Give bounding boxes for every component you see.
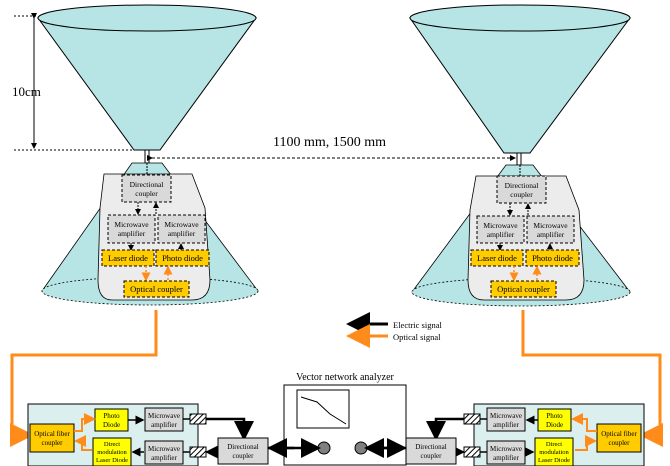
left-unit: Directional coupler Microwave amplifier … — [101, 163, 210, 298]
vna-screen — [296, 389, 350, 429]
photo-diode-label-1: Photo — [103, 412, 120, 420]
mw-amp-label-1: Microwave — [490, 412, 522, 420]
photo-diode-label-2: Diode — [546, 421, 563, 429]
right-unit: Directional coupler Microwave amplifier … — [470, 165, 580, 298]
microwave-amplifier-label-2: amplifier — [118, 229, 146, 238]
connector — [189, 446, 207, 458]
distance-marker: 1100 mm, 1500 mm — [147, 135, 516, 161]
connector — [463, 446, 481, 458]
mw-amp-label-1: Microwave — [490, 445, 522, 453]
photo-diode-label: Photo diode — [532, 253, 573, 263]
vna-port-2 — [354, 441, 368, 455]
distance-label: 1100 mm, 1500 mm — [273, 135, 386, 150]
left-horn-antenna — [37, 4, 257, 164]
optical-fiber-coupler-box — [596, 423, 642, 453]
microwave-amplifier-label-2: amplifier — [487, 230, 515, 239]
microwave-amplifier-box — [107, 214, 156, 244]
photo-diode-box — [155, 249, 210, 267]
mw-amp-label-2: amplifier — [493, 421, 519, 429]
microwave-amplifier-box — [157, 214, 206, 244]
directional-coupler-box — [121, 174, 172, 203]
photo-diode-label: Photo diode — [162, 253, 203, 263]
photo-diode-box — [525, 249, 580, 267]
microwave-amplifier-label-1: Microwave — [483, 221, 518, 230]
fiber-coupler-label-2: coupler — [42, 439, 64, 447]
connector — [463, 413, 481, 425]
direct-mod-label-1: Direct — [546, 441, 562, 448]
directional-coupler-label-2: coupler — [135, 189, 158, 198]
legend-electric-label: Electric signal — [393, 320, 442, 330]
vna-label: Vector network analyzer — [296, 372, 394, 383]
optical-coupler-box — [123, 280, 190, 298]
optical-coupler-label: Optical coupler — [130, 284, 183, 294]
mw-amp-label-1: Microwave — [148, 445, 180, 453]
direct-mod-label-2: modulation — [97, 449, 127, 456]
laser-diode-label: Laser diode — [477, 253, 517, 263]
directional-coupler-label-1: Directional — [130, 180, 164, 189]
optical-fiber-right — [521, 310, 663, 447]
direct-mod-label-3: Laser Diode — [96, 457, 128, 464]
optical-coupler-box — [490, 280, 557, 298]
legend-optical-label: Optical signal — [393, 332, 441, 342]
directional-coupler-label-1: Directional — [505, 181, 539, 190]
mw-amp-label-2: amplifier — [151, 421, 177, 429]
microwave-amplifier-label-1: Microwave — [114, 220, 149, 229]
vector-network-analyzer: Vector network analyzer — [283, 372, 407, 466]
fiber-coupler-label-2: coupler — [609, 439, 631, 447]
laser-diode-label: Laser diode — [108, 253, 148, 263]
fiber-coupler-label-1: Optical fiber — [34, 430, 70, 438]
vna-port-1 — [317, 441, 331, 455]
mw-amp-label-2: amplifier — [493, 454, 519, 462]
direct-modulation-laser-box — [92, 437, 132, 466]
microwave-amplifier-box — [476, 215, 525, 244]
photo-diode-label-2: Diode — [103, 421, 120, 429]
left-bottom-panel: Optical fiber coupler Photo Diode Direct… — [27, 403, 321, 466]
direct-mod-label-2: modulation — [539, 449, 569, 456]
laser-diode-box — [101, 249, 155, 267]
directional-coupler-label-1: Directional — [227, 443, 259, 451]
direct-modulation-laser-box — [534, 437, 574, 466]
directional-coupler-label-2: coupler — [421, 452, 443, 460]
mw-amp-label-2: amplifier — [151, 454, 177, 462]
connector — [189, 413, 207, 425]
legend: Electric signal Optical signal — [346, 312, 442, 348]
direct-mod-label-3: Laser Diode — [538, 457, 570, 464]
optical-fiber-left — [10, 310, 158, 447]
directional-coupler-label-2: coupler — [233, 452, 255, 460]
dimension-marker: 10cm — [12, 13, 135, 151]
laser-diode-box — [470, 249, 524, 267]
directional-coupler-box — [217, 437, 269, 465]
photo-diode-label-1: Photo — [546, 412, 563, 420]
direct-mod-label-1: Direct — [104, 441, 120, 448]
microwave-amplifier-label-2: amplifier — [537, 230, 565, 239]
dimension-label: 10cm — [12, 84, 41, 99]
optical-coupler-label: Optical coupler — [497, 284, 550, 294]
fiber-coupler-label-1: Optical fiber — [601, 430, 637, 438]
microwave-amplifier-label-1: Microwave — [533, 221, 568, 230]
microwave-amplifier-label-1: Microwave — [164, 220, 199, 229]
microwave-amplifier-label-2: amplifier — [168, 229, 196, 238]
mw-amp-label-1: Microwave — [148, 412, 180, 420]
right-horn-antenna — [409, 4, 631, 166]
directional-coupler-box — [405, 437, 457, 465]
directional-coupler-box — [496, 175, 547, 204]
directional-coupler-label-1: Directional — [415, 443, 447, 451]
right-bottom-panel: Optical fiber coupler Photo Diode Direct… — [364, 403, 645, 466]
optical-fiber-coupler-box — [29, 423, 75, 453]
directional-coupler-label-2: coupler — [510, 190, 533, 199]
